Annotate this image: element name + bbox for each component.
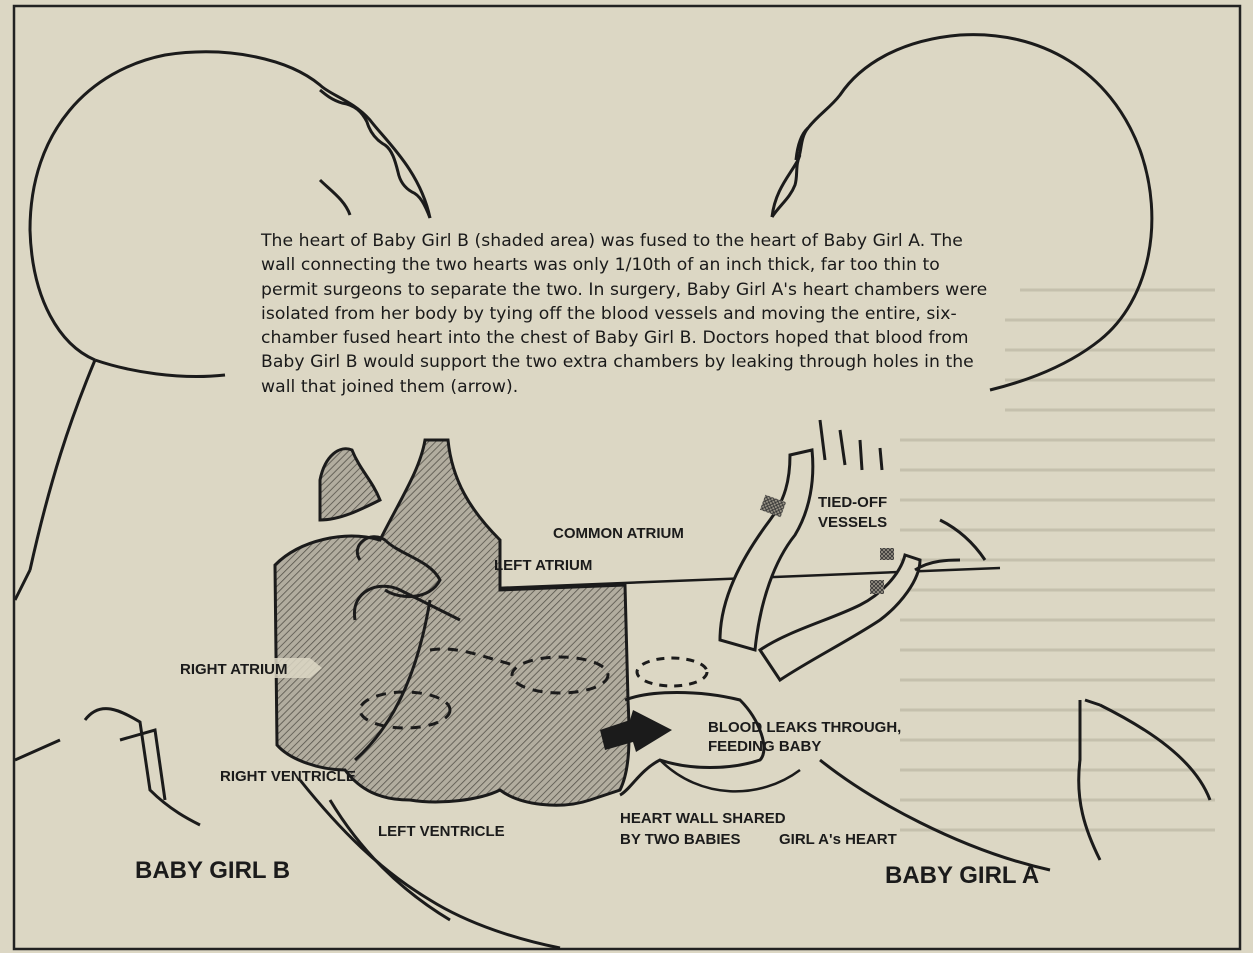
label-vessels: VESSELS (818, 513, 887, 532)
label-blood-leaks: BLOOD LEAKS THROUGH, (708, 718, 901, 737)
label-left-ventricle: LEFT VENTRICLE (378, 822, 505, 841)
baby-b-shoulder (15, 740, 60, 760)
tied-off-vessel-left (720, 450, 813, 650)
torso-lower-line (300, 780, 560, 948)
baby-b-head-back (95, 360, 225, 377)
baby-a-lower-line (820, 760, 1050, 870)
baby-b-arm (85, 709, 200, 825)
label-left-atrium: LEFT ATRIUM (494, 556, 592, 575)
baby-b-face-profile (320, 90, 430, 218)
baby-a-body-outline (1079, 700, 1210, 860)
label-heart-wall-shared: HEART WALL SHARED (620, 809, 786, 828)
label-feeding-baby: FEEDING BABY (708, 737, 821, 756)
label-right-atrium: RIGHT ATRIUM (180, 660, 287, 679)
label-tied-off: TIED-OFF (818, 493, 887, 512)
hole-ellipse-3 (637, 658, 707, 686)
tie-band-3 (880, 548, 894, 560)
label-right-ventricle: RIGHT VENTRICLE (220, 767, 356, 786)
label-girl-a-heart: GIRL A's HEART (779, 830, 897, 849)
caption-text: The heart of Baby Girl B (shaded area) w… (261, 229, 997, 399)
frame-border (14, 6, 1240, 949)
label-common-atrium: COMMON ATRIUM (553, 524, 684, 543)
label-baby-girl-b: BABY GIRL B (135, 857, 290, 885)
aorta-arch (320, 449, 380, 520)
label-baby-girl-a: BABY GIRL A (885, 862, 1039, 890)
tie-band-2 (870, 580, 884, 594)
label-by-two-babies: BY TWO BABIES (620, 830, 741, 849)
